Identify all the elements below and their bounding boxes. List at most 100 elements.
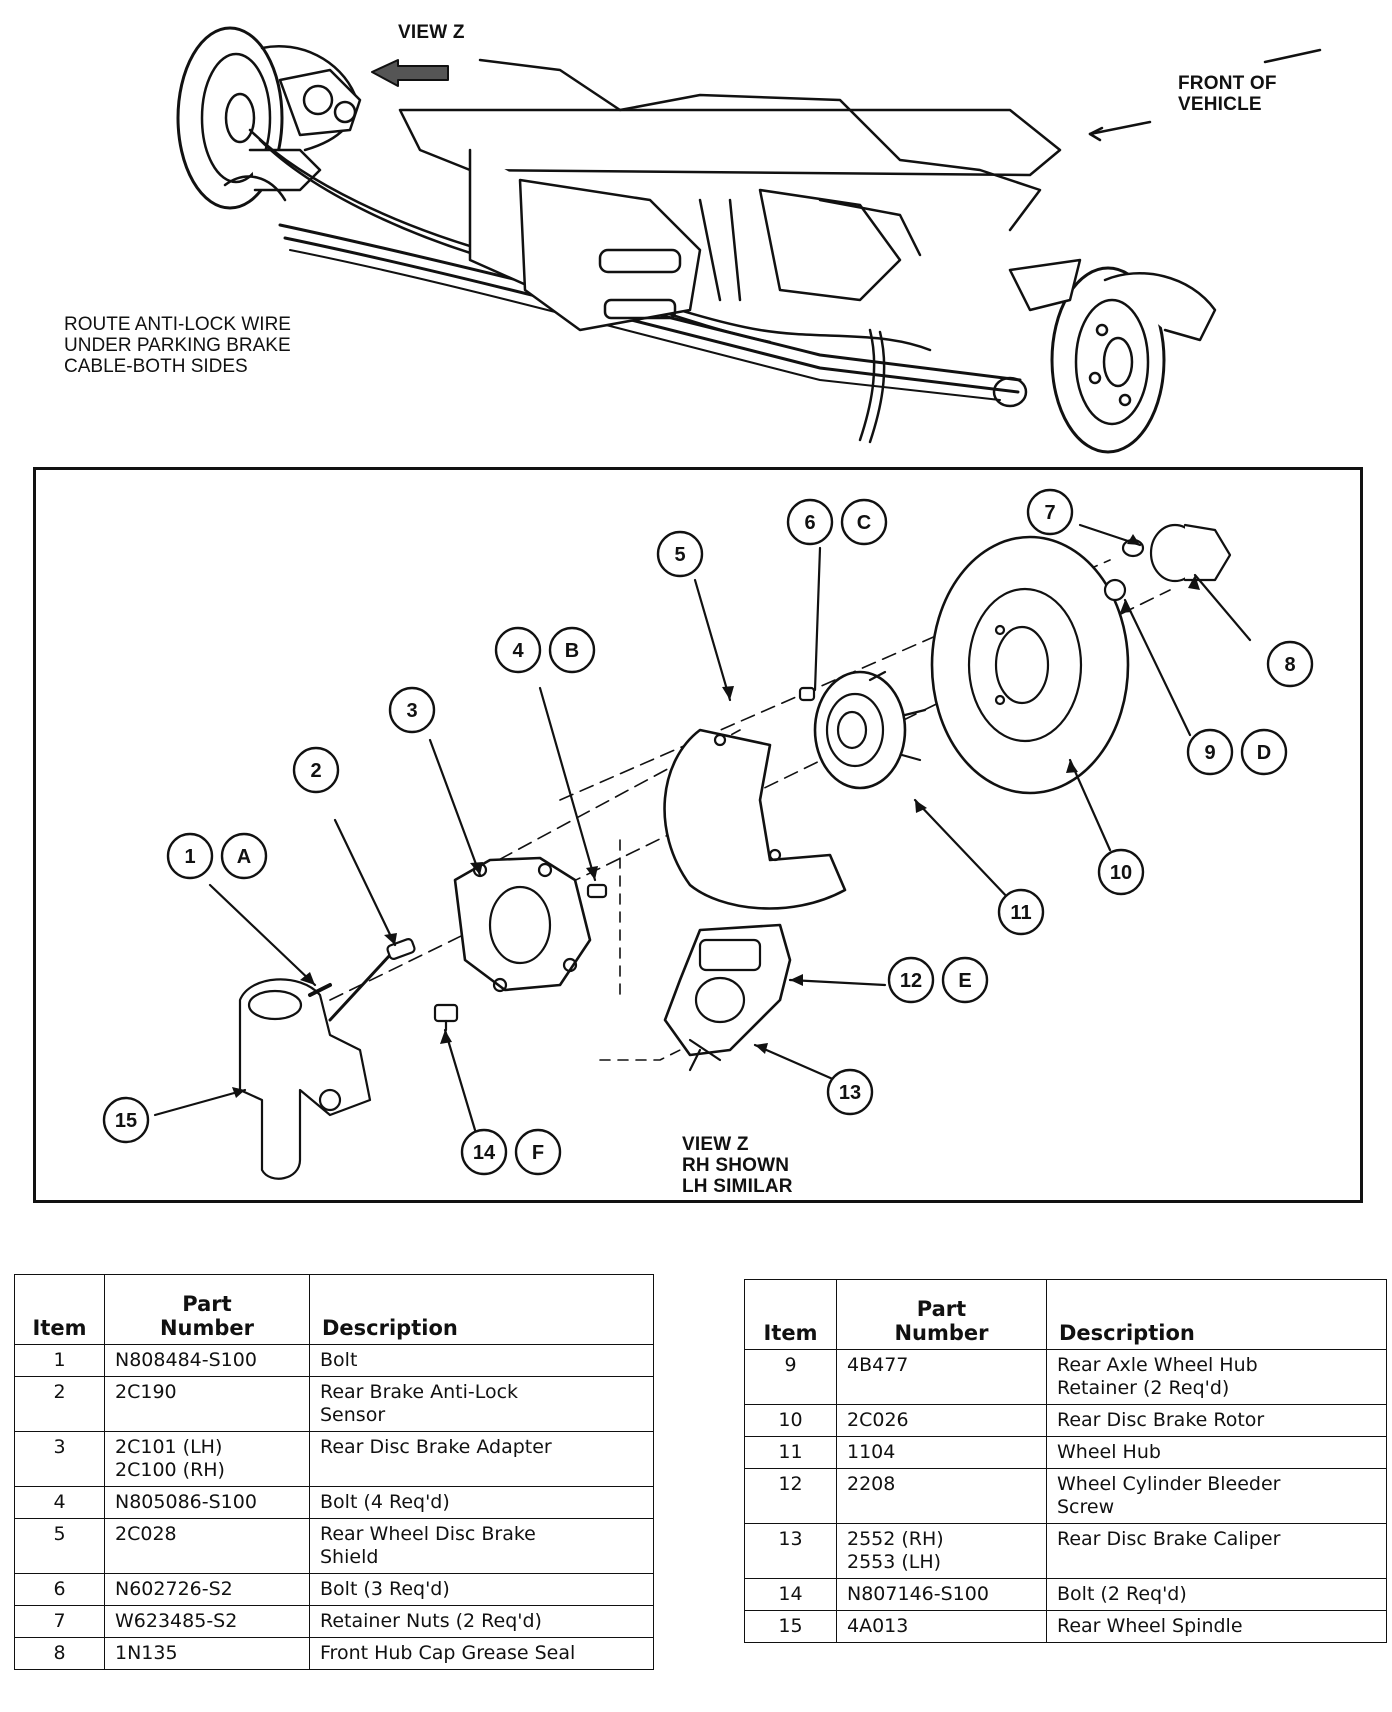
callout-15-circle	[102, 1096, 150, 1144]
callout-9-text: 9	[1204, 742, 1215, 764]
part-number-line: N808484-S100	[115, 1349, 257, 1371]
callout-7-text: 7	[1044, 502, 1055, 524]
callout-7-circle	[1026, 488, 1074, 536]
part-number: 2208	[836, 1468, 1047, 1524]
item-number: 14	[744, 1578, 837, 1611]
callout-letter-a-circle	[220, 832, 268, 880]
callout-6-circle	[786, 498, 834, 546]
view-z-note-line-3: LH SIMILAR	[682, 1176, 793, 1197]
part-number: 4B477	[836, 1349, 1047, 1405]
item-number: 5	[14, 1518, 105, 1574]
part-number: W623485-S2	[104, 1605, 310, 1638]
part-number-line: W623485-S2	[115, 1610, 238, 1632]
rear-suspension-illustration	[176, 26, 1322, 454]
callout-2: 2	[292, 746, 340, 794]
header-description: Description	[1046, 1279, 1387, 1350]
callout-11: 11	[997, 888, 1045, 936]
part-number-line: N602726-S2	[115, 1578, 233, 1600]
view-z-note: VIEW Z RH SHOWN LH SIMILAR	[682, 1134, 793, 1197]
view-z-note-line-2: RH SHOWN	[682, 1155, 790, 1176]
part-number-line: 4A013	[847, 1615, 909, 1637]
description: Rear Disc Brake Rotor	[1046, 1404, 1387, 1437]
callout-letter-f-text: F	[532, 1142, 544, 1164]
header-part-number: Part Number	[836, 1279, 1047, 1350]
callout-letter-d-text: D	[1257, 742, 1271, 764]
callout-6: 6	[786, 498, 834, 546]
description-line: Bolt (2 Req'd)	[1057, 1583, 1187, 1605]
description-line: Rear Disc Brake Rotor	[1057, 1409, 1265, 1431]
description-line: Sensor	[320, 1404, 386, 1426]
part-number: 1104	[836, 1436, 1047, 1469]
callout-letter-b-text: B	[565, 640, 579, 662]
front-of-vehicle-line-1: FRONT OF	[1178, 73, 1277, 94]
view-z-label: VIEW Z	[398, 22, 465, 43]
callout-5-circle	[656, 530, 704, 578]
front-of-vehicle-label: FRONT OF VEHICLE	[1178, 73, 1277, 115]
description-line: Screw	[1057, 1496, 1115, 1518]
description-line: Rear Wheel Disc Brake	[320, 1523, 536, 1545]
callout-12-circle	[887, 956, 935, 1004]
callout-13-circle	[826, 1068, 874, 1116]
description: Bolt	[309, 1344, 654, 1377]
header-part-number-line-2: Number	[159, 1316, 255, 1340]
callout-letter-b: B	[548, 626, 596, 674]
callout-5: 5	[656, 530, 704, 578]
parts-table-header-row: Item Part Number Description	[14, 1274, 654, 1345]
header-part-number-line-1: Part	[182, 1292, 232, 1316]
part-number-line: 4B477	[847, 1354, 909, 1376]
callout-4-circle	[494, 626, 542, 674]
route-anti-lock-wire-note: ROUTE ANTI-LOCK WIRE UNDER PARKING BRAKE…	[64, 314, 291, 377]
description-line: Retainer (2 Req'd)	[1057, 1377, 1230, 1399]
description-line: Rear Axle Wheel Hub	[1057, 1354, 1258, 1376]
part-number-line: 2553 (LH)	[847, 1551, 942, 1573]
part-number-line: 2552 (RH)	[847, 1528, 944, 1550]
callout-3-text: 3	[406, 700, 417, 722]
part-number-line: 2C026	[847, 1409, 909, 1431]
description: Rear Disc Brake Caliper	[1046, 1523, 1387, 1579]
description: Bolt (4 Req'd)	[309, 1486, 654, 1519]
part-number-line: 2C028	[115, 1523, 177, 1545]
route-note-line-3: CABLE-BOTH SIDES	[64, 356, 248, 377]
callout-letter-c-circle	[840, 498, 888, 546]
callout-11-text: 11	[1010, 902, 1031, 924]
description: Front Hub Cap Grease Seal	[309, 1637, 654, 1670]
item-number: 9	[744, 1349, 837, 1405]
callout-letter-c-text: C	[857, 512, 871, 534]
callout-letter-c: C	[840, 498, 888, 546]
header-part-number-line-1: Part	[916, 1297, 967, 1321]
item-number: 13	[744, 1523, 837, 1579]
part-number: 1N135	[104, 1637, 310, 1670]
parts-table-header-row: Item Part Number Description	[744, 1279, 1387, 1350]
item-number: 3	[14, 1431, 105, 1487]
callout-12: 12	[887, 956, 935, 1004]
part-number: 2552 (RH)2553 (LH)	[836, 1523, 1047, 1579]
callout-11-circle	[997, 888, 1045, 936]
item-number: 6	[14, 1573, 105, 1606]
callout-9: 9	[1186, 728, 1234, 776]
description-line: Rear Wheel Spindle	[1057, 1615, 1243, 1637]
part-number: N808484-S100	[104, 1344, 310, 1377]
callout-7: 7	[1026, 488, 1074, 536]
header-description: Description	[309, 1274, 654, 1345]
callout-letter-f-circle	[514, 1128, 562, 1176]
part-number: 2C028	[104, 1518, 310, 1574]
callout-letter-a: A	[220, 832, 268, 880]
callout-6-text: 6	[804, 512, 815, 534]
callout-9-circle	[1186, 728, 1234, 776]
callout-1-circle	[166, 832, 214, 880]
callout-1: 1	[166, 832, 214, 880]
callout-1-text: 1	[184, 846, 195, 868]
callout-letter-e-text: E	[958, 970, 971, 992]
exploded-view-diagram	[153, 523, 1252, 1180]
callout-14: 14	[460, 1128, 508, 1176]
item-number: 4	[14, 1486, 105, 1519]
part-number-line: N805086-S100	[115, 1491, 257, 1513]
